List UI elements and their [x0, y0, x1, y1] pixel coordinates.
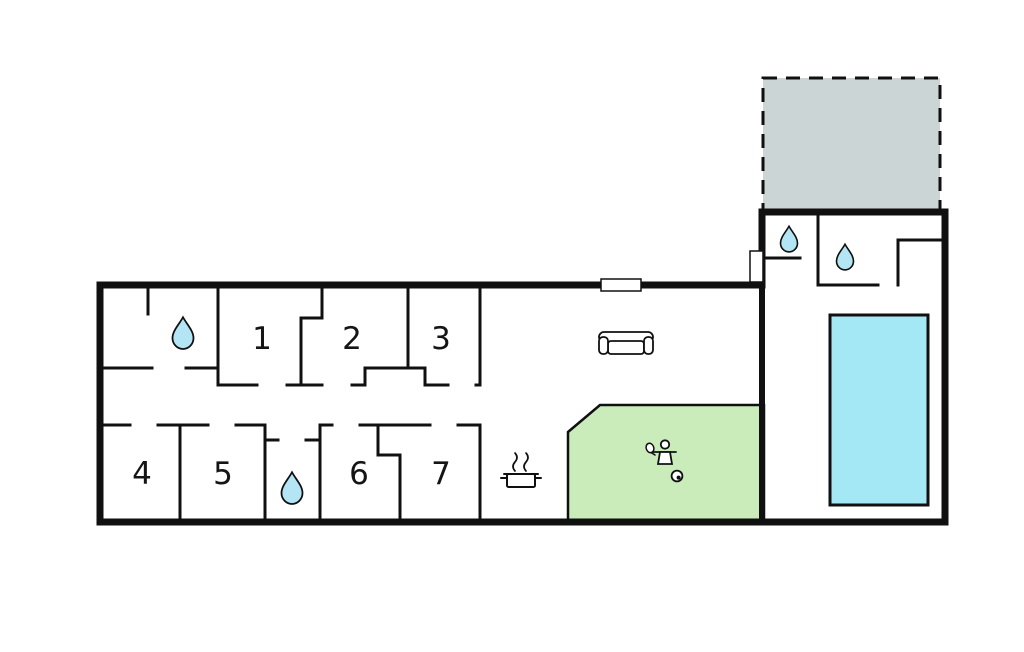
ball-icon: [670, 469, 684, 483]
water-drop-icon: [280, 470, 304, 505]
room-label-1: 1: [252, 321, 272, 357]
entrance-door-marker: [600, 278, 642, 292]
interior-walls: [98, 210, 947, 524]
sofa-icon: [598, 331, 654, 355]
room-label-5: 5: [213, 456, 233, 492]
side-door-marker: [749, 250, 764, 283]
water-drop-icon: [835, 242, 855, 271]
table-tennis-player-icon: [645, 439, 684, 483]
water-drop-icon: [779, 224, 799, 253]
room-label-2: 2: [342, 321, 362, 357]
room-label-7: 7: [431, 456, 451, 492]
cooking-pot-icon: [500, 452, 542, 488]
room-label-6: 6: [349, 456, 369, 492]
room-label-4: 4: [132, 456, 152, 492]
room-label-3: 3: [431, 321, 451, 357]
terrace-area: [761, 76, 942, 214]
pool: [828, 313, 930, 507]
water-drop-icon: [171, 315, 195, 350]
